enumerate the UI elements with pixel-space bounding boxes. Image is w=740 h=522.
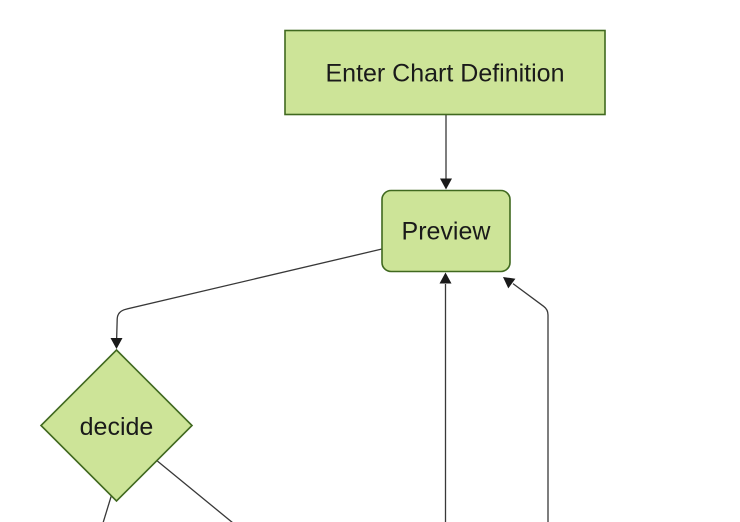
edge-layer [102,114,549,522]
node-preview: Preview [381,189,511,273]
node-preview-label: Preview [402,218,492,246]
arrowhead-offscreen-to-preview-vertical-icon [439,272,452,284]
node-decide: decide [39,348,194,503]
node-enter-chart-definition-label: Enter Chart Definition [325,60,564,88]
arrowhead-offscreen-to-preview-bent-icon [503,277,516,289]
node-decide-shape [39,348,194,503]
node-decide-label: decide [80,413,154,441]
node-preview-shape [381,189,511,273]
node-enter-chart-definition-shape [284,29,606,116]
edge-preview-to-decide [115,248,383,341]
edge-decide-to-offscreen-right [149,454,233,522]
node-enter-chart-definition: Enter Chart Definition [284,29,606,116]
edge-offscreen-to-preview-bent [512,283,549,522]
arrowhead-preview-to-decide-icon [110,338,123,349]
arrowhead-enter-to-preview-icon [440,178,452,190]
